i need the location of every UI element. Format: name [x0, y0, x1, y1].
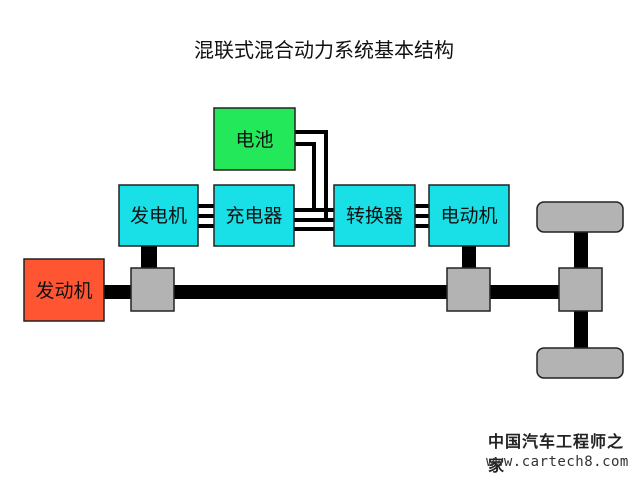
charger-label: 充电器 — [225, 205, 282, 227]
axle-upper — [574, 228, 588, 278]
motor-shaft — [462, 246, 476, 270]
differential — [558, 267, 603, 312]
battery-label: 电池 — [235, 129, 273, 151]
motor-box[interactable]: 电动机 — [428, 184, 510, 247]
motor-label: 电动机 — [440, 205, 497, 227]
watermark-title: 中国汽车工程师之家 — [488, 432, 625, 475]
axle-lower — [574, 310, 588, 350]
generator-shaft — [141, 246, 157, 270]
front-wheel — [536, 201, 624, 233]
diagram-title: 混联式混合动力系统基本结构 — [194, 38, 454, 62]
watermark-url: www.cartech8.com — [486, 454, 629, 470]
engine-box[interactable]: 发动机 — [23, 258, 105, 322]
converter-motor-connector — [415, 204, 429, 228]
generator-label: 发电机 — [130, 205, 187, 227]
rear-wheel — [536, 347, 624, 379]
generator-charger-connector — [198, 204, 214, 228]
converter-label: 转换器 — [346, 205, 403, 227]
battery-box[interactable]: 电池 — [213, 107, 296, 171]
generator-box[interactable]: 发电机 — [118, 184, 199, 247]
converter-box[interactable]: 转换器 — [333, 184, 416, 247]
motor-coupling — [446, 267, 491, 312]
generator-coupling — [130, 267, 175, 312]
battery-wiring — [294, 130, 334, 231]
charger-box[interactable]: 充电器 — [213, 184, 295, 247]
engine-label: 发动机 — [35, 280, 92, 302]
